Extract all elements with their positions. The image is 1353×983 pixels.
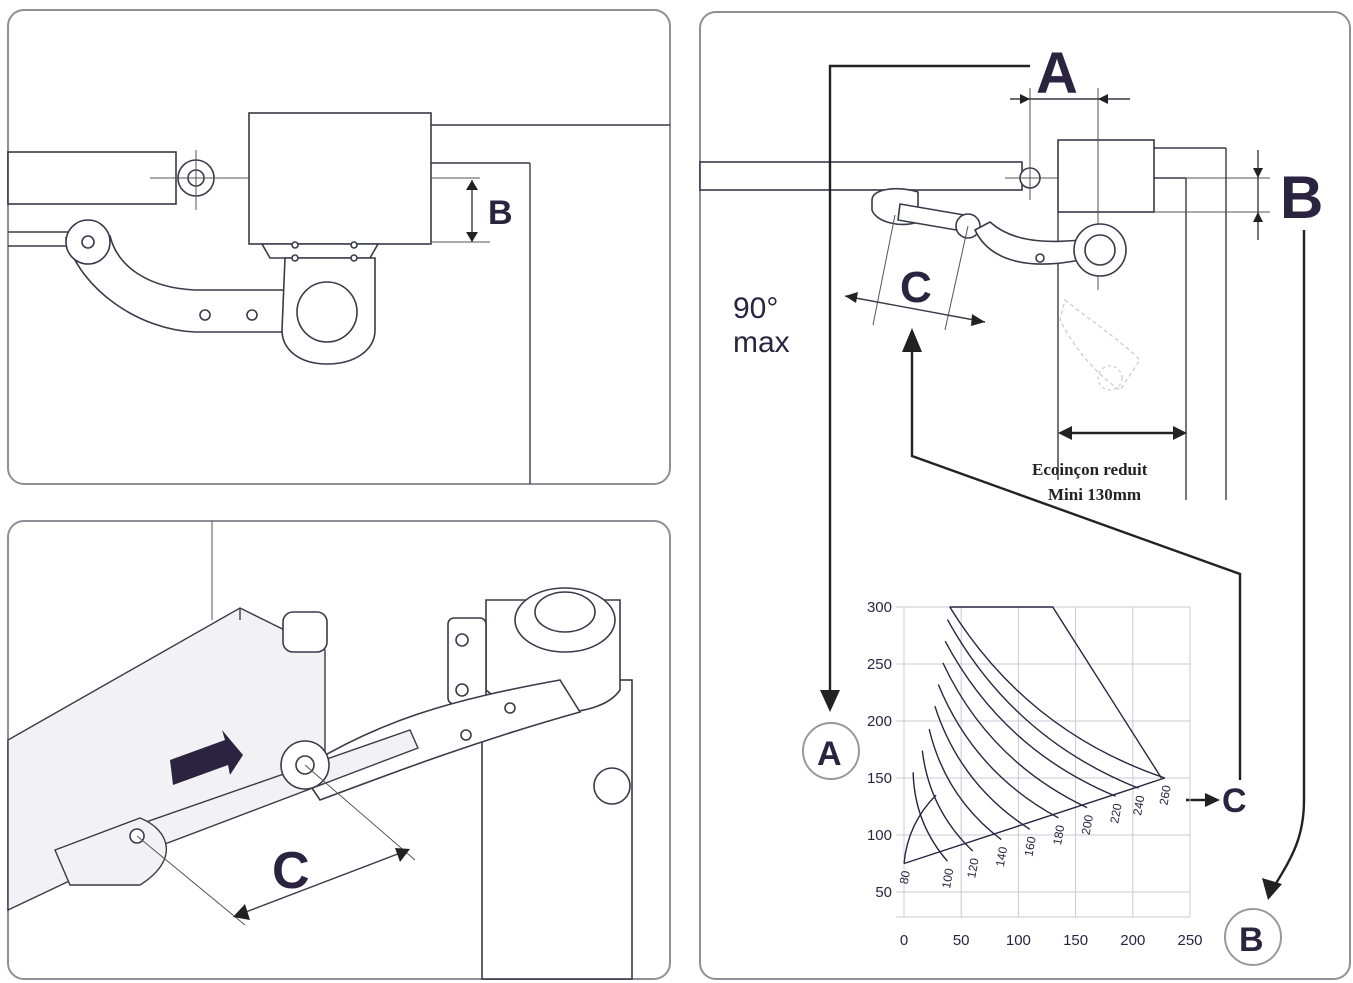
y-tick-label: 100 [867, 827, 892, 844]
x-tick-label: 250 [1177, 932, 1202, 949]
ecoincon-chart: 0 50 100 150 200 250 50 100 150 200 250 300 80 100 120… [867, 599, 1203, 949]
series-curve [928, 728, 1002, 841]
y-tick-label: 150 [867, 770, 892, 787]
curve-label: 240 [1130, 794, 1147, 816]
right-label-c: C [900, 263, 932, 312]
series-curve [937, 684, 1059, 819]
note-line-2: Mini 130mm [1048, 485, 1141, 504]
series-curve [944, 640, 1116, 797]
curve-label: 180 [1050, 824, 1067, 846]
x-tick-label: 100 [1006, 932, 1031, 949]
curve-label: 160 [1022, 835, 1039, 857]
badge-a: A [817, 735, 842, 773]
curve-label: 200 [1079, 813, 1096, 835]
curve-label: 120 [964, 857, 981, 879]
badge-c: C [1222, 782, 1247, 820]
angle-line-2: max [733, 326, 790, 359]
bottom-left-label-c: C [272, 842, 310, 900]
y-tick-label: 50 [875, 884, 892, 901]
panel-bottom-left [7, 520, 671, 980]
curve-label: 80 [897, 869, 913, 885]
series-curve [946, 619, 1139, 789]
badge-b: B [1239, 921, 1264, 959]
panel-right [699, 11, 1351, 980]
y-tick-label: 250 [867, 656, 892, 673]
curve-label: 100 [939, 867, 956, 889]
series-curve [921, 750, 974, 852]
x-tick-label: 50 [953, 932, 970, 949]
curve-label: 140 [993, 845, 1010, 867]
panel-top-left [7, 9, 671, 485]
x-tick-label: 0 [900, 932, 908, 949]
right-label-b: B [1280, 164, 1323, 231]
right-label-a: A [1036, 41, 1078, 106]
angle-line-1: 90° [733, 292, 778, 325]
upper-boundary [949, 606, 1162, 779]
series-curve [934, 705, 1031, 830]
y-tick-label: 200 [867, 713, 892, 730]
series-curve [942, 662, 1088, 809]
series-curve [912, 772, 949, 862]
curve-label: 260 [1157, 784, 1174, 806]
x-tick-label: 200 [1120, 932, 1145, 949]
curve-label: 220 [1107, 802, 1124, 824]
series-curve [949, 606, 1166, 779]
y-tick-label: 300 [867, 599, 892, 616]
lower-boundary [903, 777, 1166, 865]
series-curve [903, 794, 937, 864]
x-tick-label: 150 [1063, 932, 1088, 949]
note-line-1: Ecoinçon reduit [1032, 460, 1148, 479]
top-left-label-b: B [488, 194, 513, 232]
